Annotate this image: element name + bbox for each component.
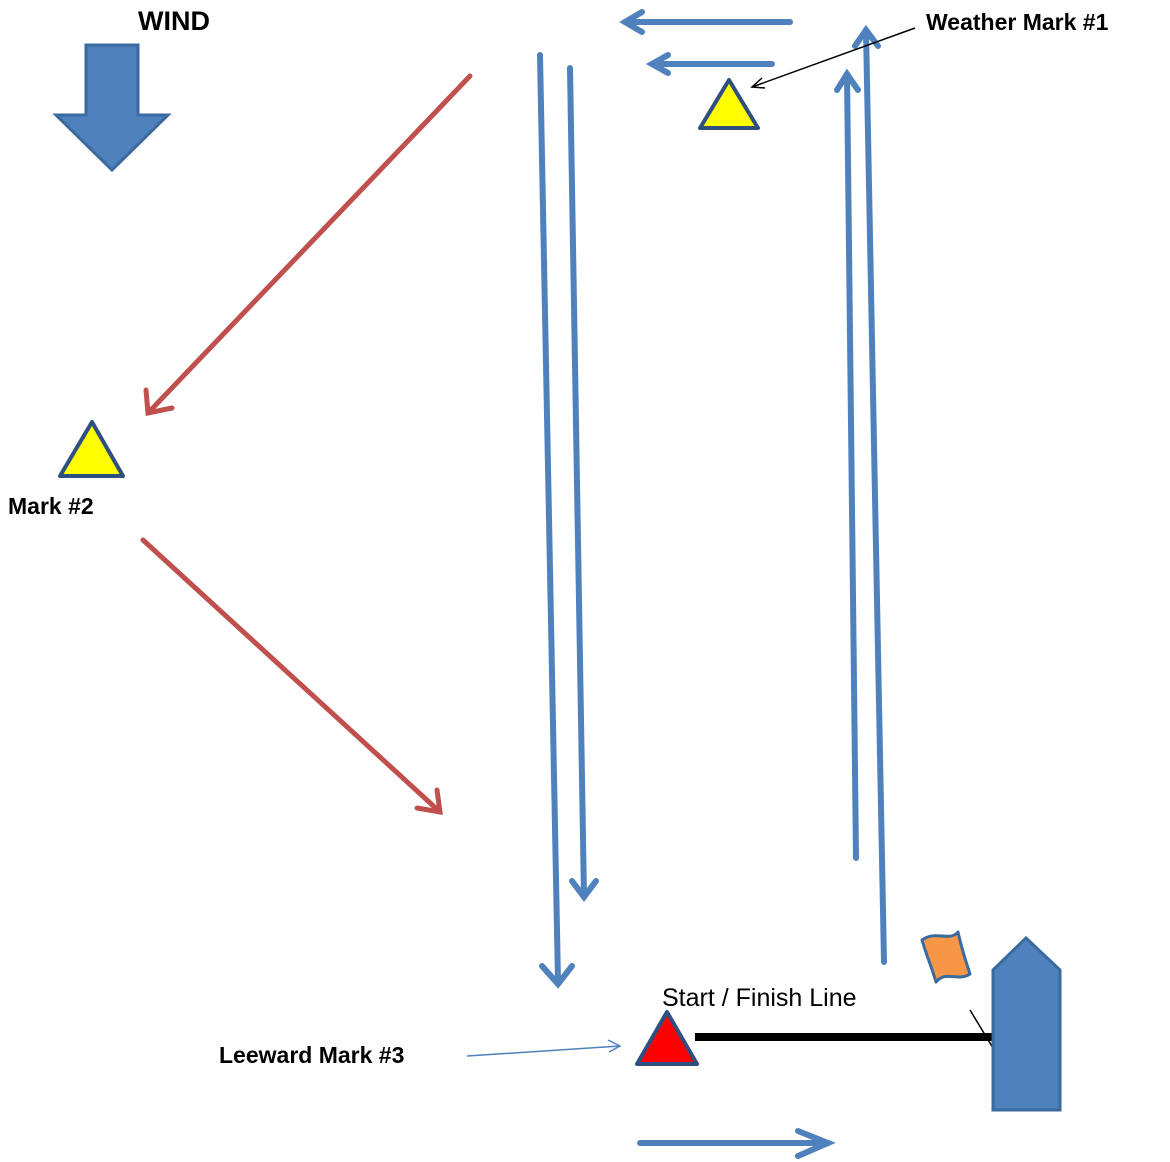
- reach-leg-to-mark2: [143, 73, 473, 417]
- upwind-leg-long: [852, 24, 887, 965]
- boat-anchor-line: [969, 1009, 994, 1049]
- reach-leg-to-leeward: [140, 537, 443, 816]
- leeward-mark-callout: [466, 1039, 622, 1057]
- mark2-label: Mark #2: [8, 493, 94, 519]
- orange-flag-icon: [920, 930, 972, 984]
- leeward-mark-icon: [635, 1010, 699, 1066]
- weather-mark-callout: [750, 27, 916, 89]
- weather-mark-icon: [698, 78, 760, 130]
- upwind-leg-short: [834, 68, 861, 861]
- finish-direction-arrow: [637, 1128, 836, 1159]
- offset-arrow-second: [645, 52, 775, 76]
- offset-arrow-top: [619, 9, 793, 35]
- weather-mark-label: Weather Mark #1: [926, 9, 1109, 35]
- downwind-leg-long: [537, 52, 575, 989]
- wind-label: WIND: [138, 6, 210, 36]
- mark2-icon: [58, 420, 125, 478]
- downwind-leg-short: [567, 65, 599, 902]
- start-finish-label: Start / Finish Line: [662, 984, 857, 1012]
- leeward-mark-label: Leeward Mark #3: [219, 1042, 405, 1068]
- wind-arrow-icon: [52, 43, 172, 173]
- committee-boat-icon: [991, 935, 1062, 1112]
